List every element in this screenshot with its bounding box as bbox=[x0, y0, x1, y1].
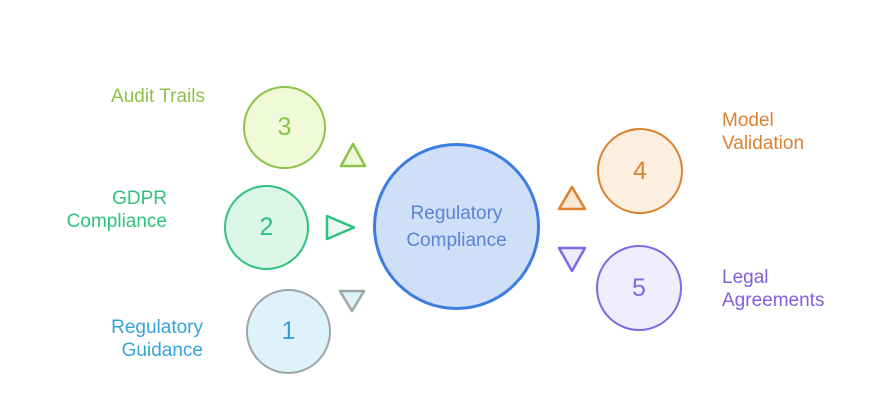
node-number: 5 bbox=[632, 273, 646, 302]
node-circle-3: 3 bbox=[243, 86, 326, 169]
node-circle-2: 2 bbox=[224, 185, 309, 270]
node-circle-4: 4 bbox=[597, 128, 683, 214]
triangle-up-shape bbox=[557, 185, 587, 211]
triangle-down-icon bbox=[338, 289, 366, 313]
node-label-regulatory-guidance: Regulatory Guidance bbox=[111, 317, 203, 361]
node-label-gdpr-compliance: GDPR Compliance bbox=[66, 188, 167, 232]
node-number: 2 bbox=[259, 213, 274, 241]
triangle-up-icon bbox=[557, 185, 587, 211]
node-number: 4 bbox=[633, 156, 647, 185]
node-number: 3 bbox=[277, 113, 292, 141]
node-circle-1: 1 bbox=[246, 289, 331, 374]
triangle-up-shape bbox=[339, 142, 367, 168]
node-label-legal-agreements: Legal Agreements bbox=[722, 267, 825, 311]
triangle-up-icon bbox=[339, 142, 367, 168]
node-number: 1 bbox=[281, 317, 296, 345]
center-node-regulatory-compliance: Regulatory Compliance bbox=[373, 143, 540, 310]
node-label-audit-trails: Audit Trails bbox=[111, 86, 205, 107]
center-node-label: Regulatory Compliance bbox=[406, 202, 507, 251]
triangle-down-shape bbox=[557, 246, 587, 273]
triangle-down-shape bbox=[338, 289, 366, 313]
triangle-right-icon bbox=[325, 214, 356, 241]
node-label-model-validation: Model Validation bbox=[722, 110, 805, 154]
node-circle-5: 5 bbox=[596, 245, 682, 331]
triangle-right-shape bbox=[325, 214, 356, 241]
triangle-down-icon bbox=[557, 246, 587, 273]
